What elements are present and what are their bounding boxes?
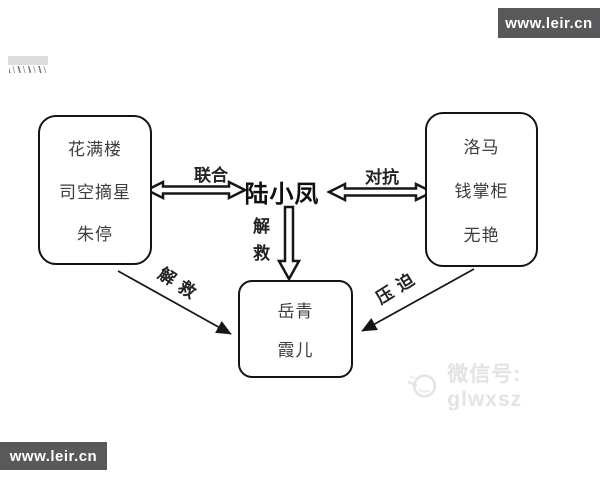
- rescue-diagonal-arrow-icon: [117, 270, 232, 335]
- oppress-diagonal-arrow-icon: [361, 268, 475, 332]
- member-name: 花满楼: [68, 139, 122, 159]
- relation-label-confront: 对抗: [365, 168, 399, 187]
- wechat-watermark: 微信号: glwxsz: [404, 358, 600, 412]
- rescue-down-arrow-icon: [276, 205, 302, 282]
- wechat-bird-logo-icon: [407, 374, 437, 398]
- member-name: 无艳: [463, 226, 500, 245]
- member-name: 钱掌柜: [454, 182, 509, 201]
- cropped-text-fragment-marks: [9, 66, 47, 73]
- member-name: 朱停: [77, 225, 113, 245]
- site-banner-bottom: www.leir.cn: [0, 442, 107, 470]
- union-double-arrow-icon: [144, 179, 248, 201]
- site-banner-top: www.leir.cn: [498, 8, 600, 38]
- opponents-box: 洛马 钱掌柜 无艳: [425, 112, 538, 267]
- allies-box: 花满楼 司空摘星 朱停: [38, 115, 152, 265]
- relation-label-rescue-vertical: 解救: [250, 217, 269, 271]
- member-name: 岳青: [277, 301, 314, 321]
- protagonist-label: 陆小凤: [244, 181, 320, 208]
- cropped-text-fragment-bar: [8, 56, 48, 65]
- relation-label-union: 联合: [194, 166, 228, 185]
- member-name: 司空摘星: [59, 182, 131, 202]
- victims-box: 岳青 霞儿: [238, 280, 353, 378]
- member-name: 洛马: [463, 138, 500, 157]
- member-name: 霞儿: [277, 341, 314, 361]
- wechat-id-text: 微信号: glwxsz: [447, 363, 523, 411]
